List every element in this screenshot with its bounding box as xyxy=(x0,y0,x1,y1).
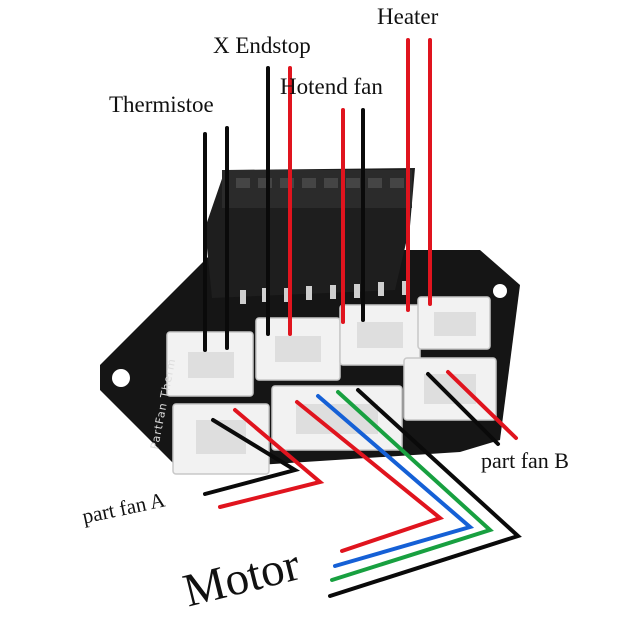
wires-top xyxy=(203,38,432,352)
mount-hole-right xyxy=(493,284,507,298)
mount-hole-left xyxy=(112,369,130,387)
wires-part-fan-b xyxy=(426,370,518,446)
main-connector-pins xyxy=(236,178,404,188)
label-hotend-fan: Hotend fan xyxy=(280,74,383,99)
wires-motor xyxy=(295,388,522,598)
label-part-fan-b: part fan B xyxy=(481,448,569,473)
label-heater: Heater xyxy=(377,4,439,29)
label-thermistor: Thermistoe xyxy=(109,92,214,117)
main-connector-top xyxy=(222,170,412,208)
top-row-sockets xyxy=(188,312,476,378)
label-x-endstop: X Endstop xyxy=(213,33,311,58)
wires-part-fan-a xyxy=(203,408,325,509)
solder-pins xyxy=(240,281,408,304)
